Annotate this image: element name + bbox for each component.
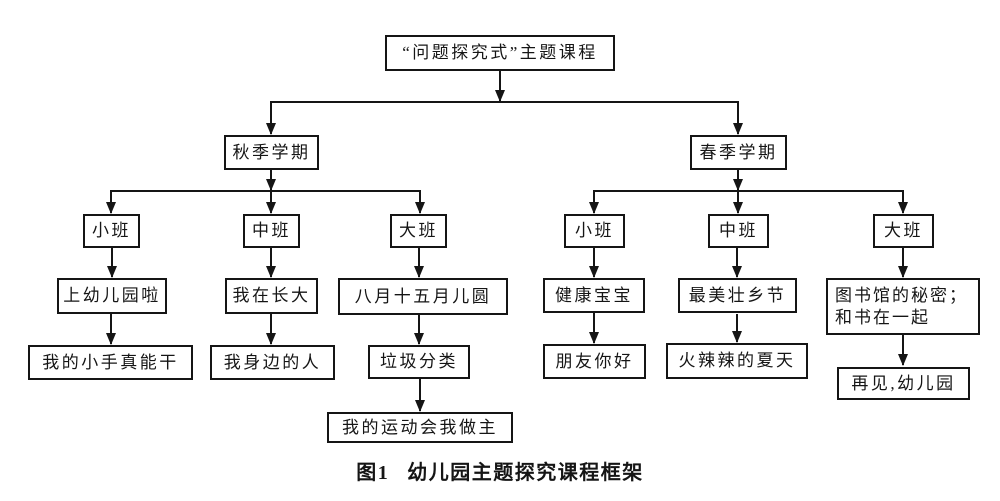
node-theme-healthy-baby: 健康宝宝 (543, 278, 645, 313)
figure-title: 幼儿园主题探究课程框架 (407, 462, 644, 484)
node-theme-zhuang-festival: 最美壮乡节 (678, 278, 797, 313)
library-secret-line2: 和书在一起 (835, 307, 930, 327)
node-theme-people-around-me: 我身边的人 (210, 345, 335, 380)
node-autumn-small-class: 小班 (83, 214, 140, 248)
node-theme-goodbye-kindergarten: 再见,幼儿园 (837, 367, 970, 400)
node-autumn-big-class: 大班 (390, 214, 447, 248)
node-spring-middle-class: 中班 (708, 214, 769, 248)
node-theme-my-sports-meeting: 我的运动会我做主 (327, 412, 513, 443)
node-theme-library-secret: 图书馆的秘密； 和书在一起 (826, 278, 980, 335)
node-theme-hello-friend: 朋友你好 (543, 344, 646, 379)
node-root-curriculum: “问题探究式”主题课程 (385, 35, 615, 71)
node-theme-garbage-sorting: 垃圾分类 (368, 345, 470, 379)
node-theme-mid-autumn-moon: 八月十五月儿圆 (338, 278, 508, 315)
node-theme-hot-summer: 火辣辣的夏天 (666, 343, 808, 379)
node-theme-capable-little-hands: 我的小手真能干 (28, 345, 193, 380)
node-autumn-middle-class: 中班 (243, 214, 300, 248)
node-autumn-semester: 秋季学期 (224, 135, 319, 170)
figure-caption: 图1 幼儿园主题探究课程框架 (0, 456, 1000, 485)
figure-number: 图1 (356, 462, 390, 484)
node-spring-semester: 春季学期 (690, 135, 787, 170)
library-secret-line1: 图书馆的秘密； (835, 286, 968, 306)
node-theme-i-am-growing: 我在长大 (225, 278, 318, 314)
node-theme-starting-kindergarten: 上幼儿园啦 (57, 278, 167, 314)
node-spring-small-class: 小班 (564, 214, 625, 248)
node-spring-big-class: 大班 (873, 214, 934, 248)
